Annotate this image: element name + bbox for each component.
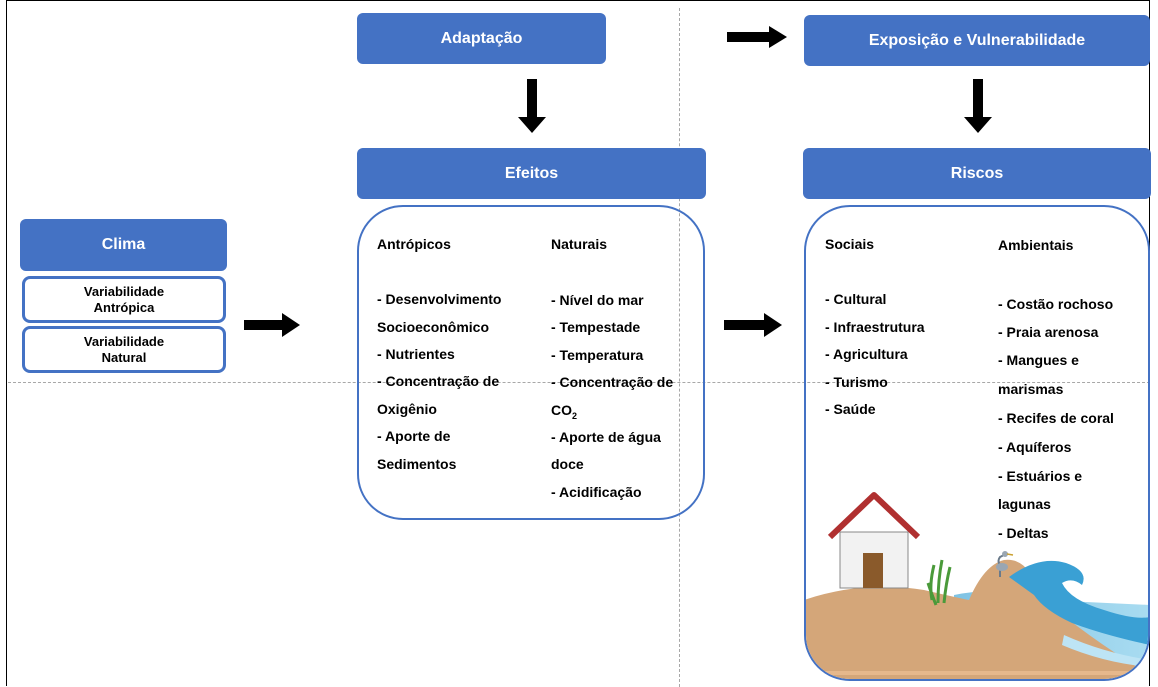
arrow-right-clima-efeitos [244, 313, 300, 337]
sociais-title: Sociais [825, 236, 875, 252]
ambientais-title: Ambientais [998, 237, 1074, 253]
antropicos-title: Antrópicos [377, 236, 451, 252]
naturais-item: - Tempestade [551, 319, 641, 335]
heron-bird [996, 551, 1014, 577]
ambientais-item: - Praia arenosa [998, 324, 1099, 340]
antropicos-item: - Aporte de [377, 428, 451, 444]
coastal-illustration [806, 492, 1148, 679]
naturais-item: - Acidificação [551, 484, 642, 500]
naturais-item-co2: CO2 [551, 402, 578, 421]
antropicos-item: Oxigênio [377, 401, 437, 417]
ambientais-item: - Recifes de coral [998, 410, 1114, 426]
arrow-right-efeitos-riscos [724, 313, 782, 337]
ambientais-item: lagunas [998, 496, 1051, 512]
sociais-item: - Cultural [825, 291, 887, 307]
naturais-item: - Nível do mar [551, 292, 644, 308]
sociais-item: - Turismo [825, 374, 888, 390]
header-clima: Clima [20, 219, 227, 271]
horizontal-guide-line [8, 382, 1150, 383]
header-adaptacao: Adaptação [357, 13, 606, 64]
header-exposicao-vulnerabilidade: Exposição e Vulnerabilidade [804, 15, 1150, 66]
header-riscos: Riscos [803, 148, 1151, 199]
vertical-guide-line [679, 8, 680, 687]
wave-shape [1009, 560, 1148, 645]
naturais-item: - Concentração de [551, 374, 674, 390]
naturais-item: doce [551, 456, 584, 472]
antropicos-item: - Concentração de [377, 373, 500, 389]
ambientais-item: - Estuários e [998, 468, 1083, 484]
naturais-item: - Temperatura [551, 347, 644, 363]
riscos-panel [804, 205, 1150, 681]
arrow-down-adaptacao-efeitos [518, 79, 546, 133]
ambientais-item: - Mangues e [998, 352, 1079, 368]
sand-shape [806, 559, 1148, 679]
ambientais-item: - Aquíferos [998, 439, 1072, 455]
ambientais-item: - Deltas [998, 525, 1049, 541]
arrow-down-exposicao-riscos [964, 79, 992, 133]
antropicos-item: Sedimentos [377, 456, 457, 472]
antropicos-item: - Nutrientes [377, 346, 455, 362]
sociais-item: - Saúde [825, 401, 876, 417]
antropicos-item: - Desenvolvimento [377, 291, 502, 307]
ambientais-item: - Costão rochoso [998, 296, 1114, 312]
house-door [863, 553, 883, 588]
naturais-title: Naturais [551, 236, 608, 252]
header-efeitos: Efeitos [357, 148, 706, 199]
naturais-item: - Aporte de água [551, 429, 661, 445]
efeitos-panel [357, 205, 705, 520]
house-roof [827, 492, 921, 540]
grass [926, 559, 952, 606]
arrow-right-adaptacao-exposicao [727, 26, 787, 48]
antropicos-item: Socioeconômico [377, 319, 490, 335]
sociais-item: - Infraestrutura [825, 319, 925, 335]
ambientais-item: marismas [998, 381, 1064, 397]
sociais-item: - Agricultura [825, 346, 908, 362]
